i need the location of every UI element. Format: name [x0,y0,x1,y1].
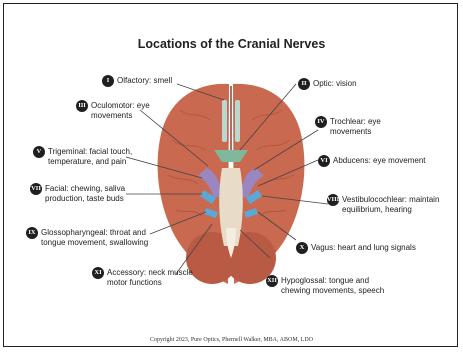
nerve-label-facial: VII Facial: chewing, saliva production, … [30,184,125,203]
numeral-badge: XII [266,275,278,287]
nerve-label-glossopharyngeal: IX Glossopharyngeal: throat and tongue m… [26,228,148,247]
nerve-description: Vestibulocochlear: maintain equilibrium,… [342,195,439,214]
nerve-label-trigeminal: V Trigeminal: facial touch, temperature,… [33,147,132,166]
olfactory-left [222,100,227,142]
nerve-label-abducens: VI Abducens: eye movement [318,156,426,167]
numeral-badge: I [102,75,114,87]
nerve-description: Facial: chewing, saliva production, tast… [45,184,125,203]
nerve-label-trochlear: IV Trochlear: eye movements [315,117,381,136]
nerve-label-hypoglossal: XII Hypoglossal: tongue and chewing move… [266,276,384,295]
nerve-description: Trochlear: eye movements [330,117,381,136]
numeral-badge: VII [30,183,42,195]
copyright-notice: Copyright 2023, Pure Optics, Phernell Wa… [0,337,463,343]
nerve-description: Abducens: eye movement [333,156,426,166]
nerve-description: Hypoglossal: tongue and chewing movement… [281,276,384,295]
numeral-badge: XI [92,267,104,279]
nerve-label-olfactory: I Olfactory: smell [102,76,172,87]
numeral-badge: IX [26,227,38,239]
numeral-badge: II [298,78,310,90]
numeral-badge: III [76,100,88,112]
numeral-badge: V [33,146,45,158]
nerve-label-vagus: X Vagus: heart and lung signals [296,243,416,254]
nerve-label-optic: II Optic: vision [298,79,357,90]
nerve-label-vestibulocochlear: VIII Vestibulocochlear: maintain equilib… [327,195,439,214]
nerve-label-accessory: XI Accessory: neck muscle motor function… [92,268,193,287]
nerve-description: Glossopharyngeal: throat and tongue move… [41,228,148,247]
nerve-description: Olfactory: smell [117,76,172,86]
nerve-description: Optic: vision [313,79,357,89]
numeral-badge: VIII [327,194,339,206]
olfactory-right [235,100,240,142]
nerve-label-oculomotor: III Oculomotor: eye movements [76,101,150,120]
numeral-badge: X [296,242,308,254]
numeral-badge: VI [318,155,330,167]
nerve-description: Vagus: heart and lung signals [311,243,416,253]
nerve-description: Trigeminal: facial touch, temperature, a… [48,147,132,166]
numeral-badge: IV [315,116,327,128]
nerve-description: Accessory: neck muscle motor functions [107,268,193,287]
nerve-description: Oculomotor: eye movements [91,101,150,120]
